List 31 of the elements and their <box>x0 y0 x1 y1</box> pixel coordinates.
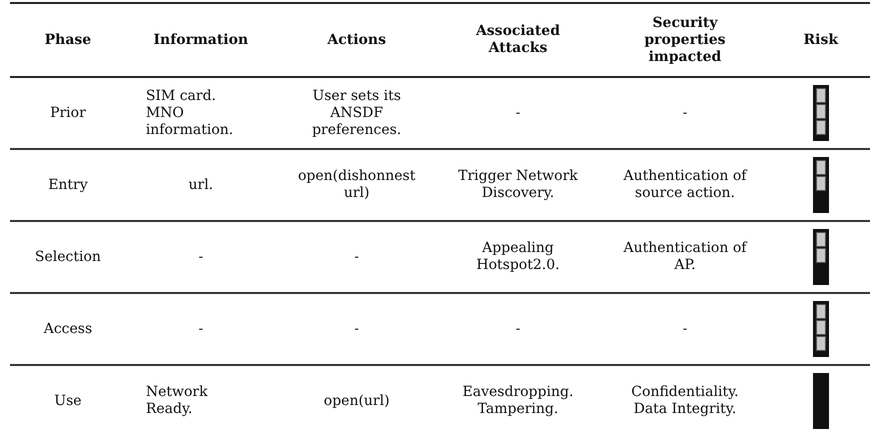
column-header: Phase <box>44 32 92 48</box>
cell-text: open(url) <box>324 392 390 410</box>
column-header: Associated Attacks <box>474 23 561 57</box>
cell-text: Trigger Network Discovery. <box>458 168 578 202</box>
column-header: Actions <box>327 32 386 48</box>
column-header: Information <box>153 32 248 48</box>
row-header: Prior <box>50 104 86 122</box>
cell-text: Eavesdropping. Tampering. <box>462 384 574 418</box>
cell-text: - <box>354 248 360 266</box>
cell-text: - <box>198 320 204 338</box>
column-header: Security properties impacted <box>643 14 727 66</box>
cell-text: - <box>516 104 520 122</box>
row-header: Use <box>54 392 82 410</box>
cell-text: Confidentiality. Data Integrity. <box>630 384 740 418</box>
cell-text: url. <box>188 176 214 194</box>
cell-text: SIM card. MNO information. <box>146 88 234 138</box>
cell-text: - <box>682 104 688 122</box>
cell-text: - <box>354 320 360 338</box>
cell-text: - <box>682 320 688 338</box>
row-header: Selection <box>34 248 101 266</box>
cell-text: - <box>198 248 204 266</box>
cell-text: - <box>516 320 520 338</box>
cell-text: User sets its ANSDF preferences. <box>311 88 402 138</box>
column-header: Risk <box>803 32 838 48</box>
row-header: Entry <box>48 176 88 194</box>
row-header: Access <box>44 320 92 338</box>
cell-text: Authentication of source action. <box>622 168 748 202</box>
cell-text: Appealing Hotspot2.0. <box>475 240 561 274</box>
cell-text: Network Ready. <box>146 384 209 418</box>
cell-text: Authentication of AP. <box>622 240 748 274</box>
cell-text: open(dishonnest url) <box>296 168 416 202</box>
